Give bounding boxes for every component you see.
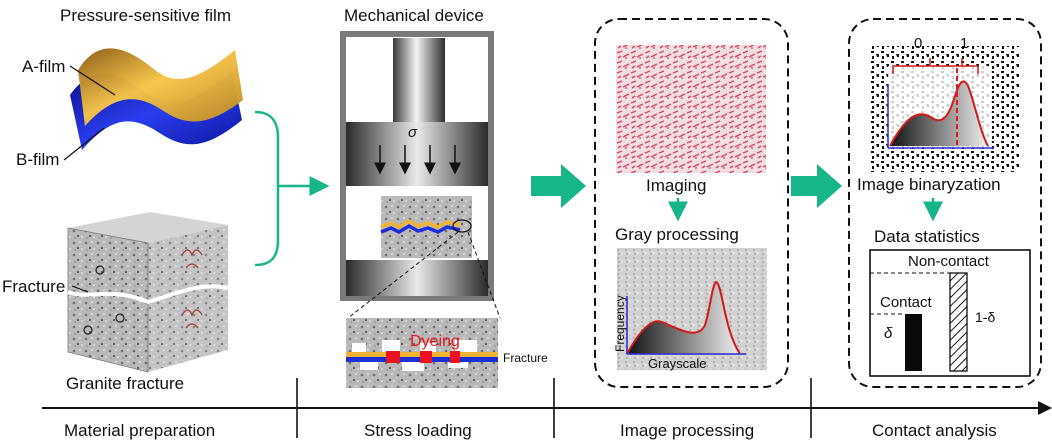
zoom-line-right [467,231,501,319]
imaging-label: Imaging [646,176,706,195]
zoom-line-left [347,231,459,319]
non-contact-bar [949,272,968,372]
gray-histogram-fill [627,282,740,354]
mechanical-title: Mechanical device [344,6,484,25]
gray-histogram-curve [626,280,741,355]
binary-histogram-curve [889,80,989,147]
upper-plate [346,122,488,186]
zoom-circle [452,219,472,233]
delta-label: δ [884,325,893,342]
frequency-label: Frequency [613,295,627,352]
cube-fracture-leader [71,285,89,293]
contact-bar [905,314,922,371]
stage-label-4: Contact analysis [872,421,997,440]
image-processing-panel: Imaging Gray processing Frequency Graysc… [594,18,789,388]
granite-cube [67,212,229,373]
tick-0-label: 0 [914,35,922,52]
inset-fracture-label: Fracture [503,351,548,365]
stage-label-2: Stress loading [364,421,472,440]
lower-plate [346,260,488,296]
grayscale-label: Grayscale [648,356,707,371]
pink-film-image [616,45,766,173]
a-film-leader [69,65,116,96]
specimen-a-film [380,218,461,229]
threshold-bracket [892,65,979,74]
a-film-label: A-film [22,57,65,76]
contact-label: Contact [880,294,933,311]
data-statistics-label: Data statistics [874,227,980,246]
load-arrows [374,145,461,175]
gray-processing-label: Gray processing [615,225,739,244]
flow-arrow-1 [531,164,586,208]
one-minus-delta-label: 1-δ [975,309,995,325]
sigma-label: σ [408,124,418,141]
binarization-label: Image binaryzation [857,175,1001,194]
cube-fracture-line [67,284,229,305]
contact-dashed-box [848,18,1042,388]
non-contact-label: Non-contact [908,253,990,270]
cube-fracture-label: Fracture [2,277,65,296]
timeline: Material preparation Stress loading Imag… [42,378,1052,440]
mechanical-panel: Mechanical device σ [340,6,548,388]
a-film-sheet [78,48,243,126]
stage-label-1: Material preparation [64,421,215,440]
bracket-connector [254,110,322,267]
dyeing-label: Dyeing [410,333,460,350]
tick-1-label: 1 [960,35,968,52]
press-piston [393,38,445,122]
material-panel: Pressure-sensitive film A-film B-film Fr… [2,6,322,393]
contact-panel: 0 1 Image binaryzation Data statistics N… [848,18,1042,388]
b-film-leader [63,127,105,161]
processing-dashed-box [594,18,789,388]
timeline-arrowhead [1038,401,1052,415]
stage-label-3: Image processing [620,421,754,440]
flow-arrow-2 [791,164,842,208]
b-film-label: B-film [16,150,59,169]
pressure-film-title: Pressure-sensitive film [60,6,231,25]
dyeing-inset [346,318,498,388]
granite-caption: Granite fracture [66,374,184,393]
specimen-b-film [380,223,461,234]
binary-histogram-fill [890,81,988,146]
